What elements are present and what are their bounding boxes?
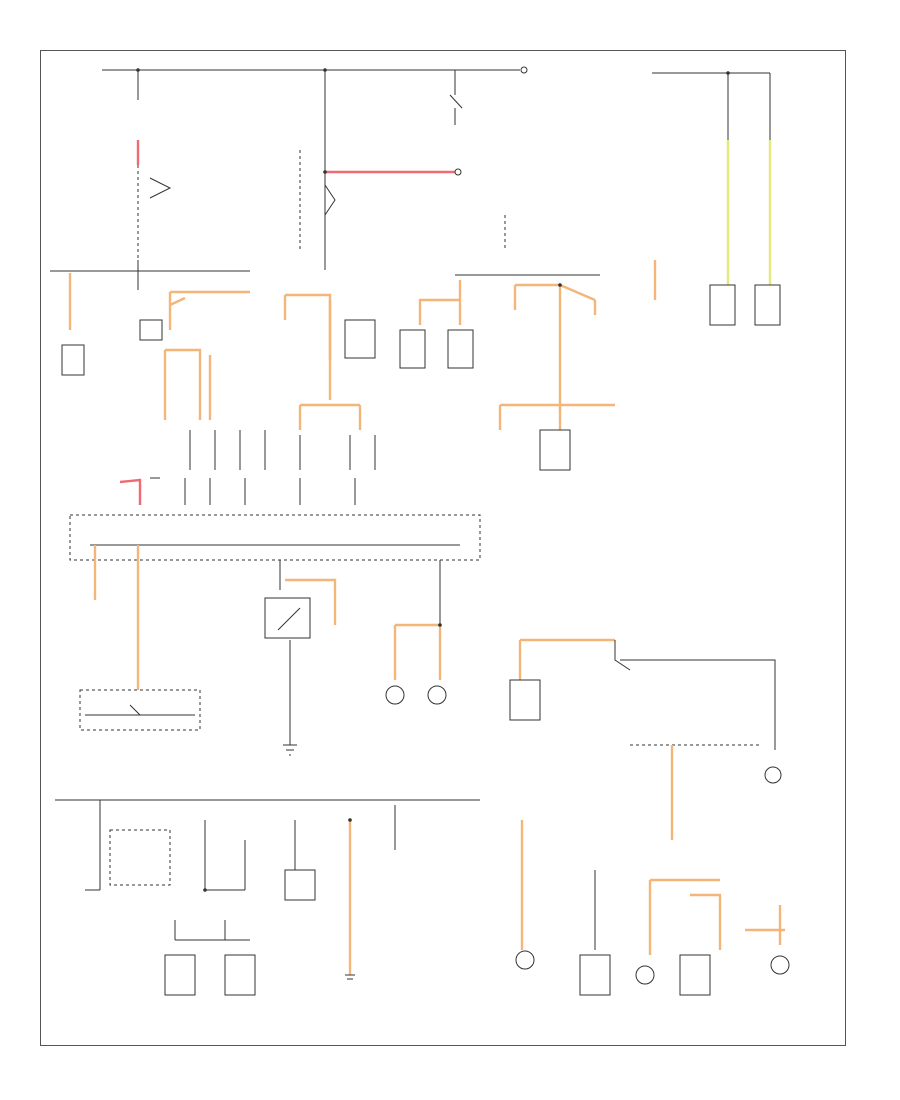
middle-distribution-section [69, 477, 782, 840]
upper-distribution-section [50, 260, 781, 471]
lower-distribution-section [55, 799, 790, 996]
junction-dots [136, 68, 730, 892]
diagram-border [40, 50, 846, 1046]
top-feed-section [102, 66, 772, 285]
